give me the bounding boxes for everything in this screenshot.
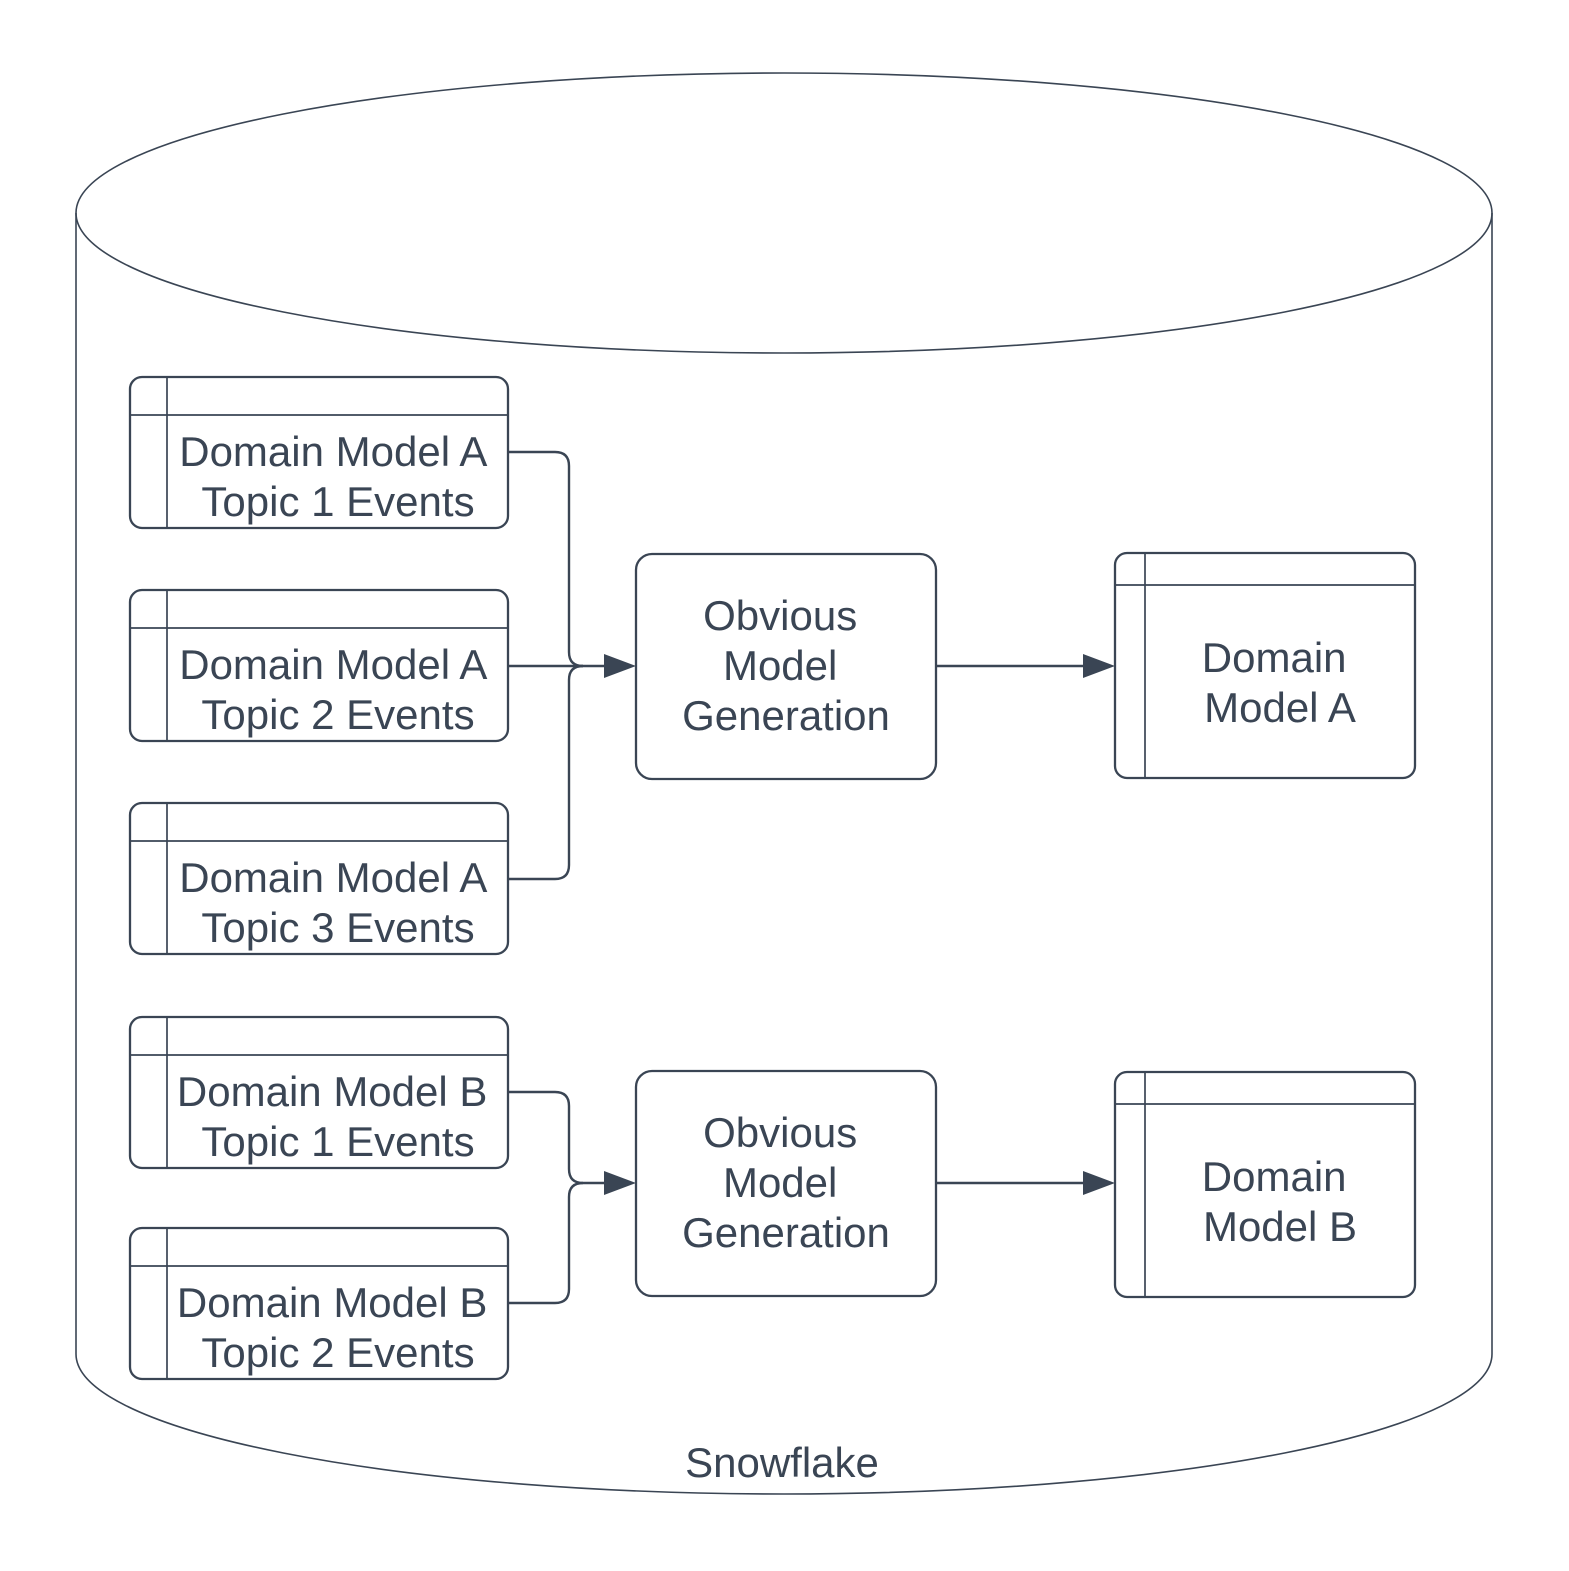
table-node-domain-model-b: Domain Model B — [1113, 1070, 1417, 1299]
connector-b-topic1-to-junction — [507, 1090, 606, 1185]
process-border — [634, 1069, 938, 1298]
arrowhead-into-process-a — [604, 654, 636, 678]
node-label: Domain Model A Topic 2 Events — [179, 641, 497, 738]
connector-b-topic2-to-junction — [507, 1181, 584, 1305]
node-label: Domain Model A Topic 3 Events — [179, 854, 497, 951]
cylinder-top-ellipse — [75, 72, 1493, 354]
process-node-obvious-model-generation-a: Obvious Model Generation — [634, 552, 938, 781]
table-node-domain-model-a: Domain Model A — [1113, 551, 1417, 780]
node-label: Domain Model B Topic 1 Events — [177, 1068, 499, 1165]
process-node-obvious-model-generation-b: Obvious Model Generation — [634, 1069, 938, 1298]
cylinder-caption: Snowflake — [685, 1439, 879, 1486]
table-border — [1113, 551, 1417, 780]
connectors-group-a — [507, 450, 1115, 881]
table-node-domain-model-b-topic-2-events: Domain Model B Topic 2 Events — [128, 1226, 510, 1381]
node-label: Domain Model A — [1202, 634, 1358, 731]
node-label: Domain Model A Topic 1 Events — [179, 428, 497, 525]
cylinder-body — [75, 213, 1493, 1495]
connectors-group-b — [507, 1090, 1115, 1305]
snowflake-database-cylinder — [75, 72, 1493, 1495]
table-node-domain-model-b-topic-1-events: Domain Model B Topic 1 Events — [128, 1015, 510, 1170]
node-label: Domain Model B Topic 2 Events — [177, 1279, 499, 1376]
arrowhead-into-result-a — [1083, 654, 1115, 678]
arrowhead-into-result-b — [1083, 1171, 1115, 1195]
arrowhead-into-process-b — [604, 1171, 636, 1195]
table-node-domain-model-a-topic-1-events: Domain Model A Topic 1 Events — [128, 375, 510, 530]
node-label: Obvious Model Generation — [682, 1109, 890, 1256]
node-label: Obvious Model Generation — [682, 592, 890, 739]
node-label: Domain Model B — [1202, 1153, 1358, 1250]
connector-a-topic3-to-junction — [507, 664, 584, 881]
process-border — [634, 552, 938, 781]
table-border — [1113, 1070, 1417, 1299]
table-node-domain-model-a-topic-3-events: Domain Model A Topic 3 Events — [128, 801, 510, 956]
table-node-domain-model-a-topic-2-events: Domain Model A Topic 2 Events — [128, 588, 510, 743]
connector-a-topic1-to-junction — [507, 450, 584, 668]
